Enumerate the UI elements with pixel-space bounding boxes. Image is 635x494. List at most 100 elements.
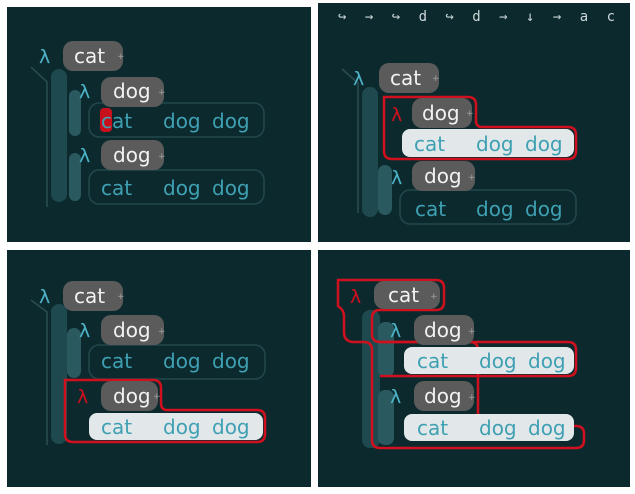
root-scope-band	[51, 69, 67, 202]
child-2-node	[101, 140, 164, 170]
child-2-arg-3[interactable]: dog	[212, 415, 250, 439]
keystroke-sequence: ↪ → ↪ d ↪ d → ↓ → a c ...	[338, 9, 630, 25]
child-1-band	[67, 328, 81, 378]
child-1-args-highlight	[404, 347, 574, 374]
child-2-arg-2[interactable]: dog	[476, 197, 514, 221]
lambda-icon: λ	[391, 104, 402, 126]
child-2-arg-1[interactable]: cat	[101, 415, 132, 439]
child-1-arg-1[interactable]: cat	[101, 109, 132, 133]
child-1-arg-2[interactable]: dog	[163, 349, 201, 373]
root-node	[374, 281, 440, 309]
child-2-arg-3[interactable]: dog	[525, 197, 563, 221]
child-1-arg-3[interactable]: dog	[528, 349, 566, 373]
child-2-arg-2[interactable]: dog	[479, 416, 517, 440]
plus-icon[interactable]: +	[158, 88, 166, 98]
child-1-arg-2[interactable]: dog	[476, 132, 514, 156]
child-2-band	[378, 390, 394, 445]
child-1-node	[412, 98, 472, 128]
child-1-arg-2[interactable]: dog	[163, 109, 201, 133]
lambda-icon: λ	[39, 286, 50, 308]
root-label[interactable]: cat	[390, 66, 421, 90]
root-label[interactable]: cat	[388, 283, 419, 307]
root-label[interactable]: cat	[74, 284, 105, 308]
lambda-icon: λ	[79, 320, 90, 342]
child-1-args-box	[88, 344, 266, 380]
child-2-arg-1[interactable]: cat	[417, 416, 448, 440]
child-1-label[interactable]: dog	[424, 318, 462, 342]
plus-icon[interactable]: +	[430, 292, 438, 302]
child-1-arg-1[interactable]: cat	[417, 349, 448, 373]
lambda-icon: λ	[79, 145, 90, 167]
tree-diagram: λ cat + λ dog + cat dog dog λ dog + cat …	[341, 63, 578, 225]
root-node	[63, 41, 123, 71]
plus-icon[interactable]: +	[117, 292, 125, 302]
child-2-label[interactable]: dog	[424, 384, 462, 408]
plus-icon[interactable]: +	[117, 52, 125, 62]
selection-outline	[63, 378, 267, 444]
plus-icon[interactable]: +	[153, 392, 161, 402]
child-2-node	[101, 381, 158, 411]
child-2-label[interactable]: dog	[113, 143, 151, 167]
child-1-arg-3[interactable]: dog	[212, 109, 250, 133]
root-scope-band	[51, 304, 67, 444]
lambda-icon: λ	[390, 386, 401, 408]
root-bracket	[341, 68, 359, 213]
plus-icon[interactable]: +	[158, 327, 166, 337]
child-2-node	[414, 381, 474, 411]
child-2-arg-2[interactable]: dog	[163, 415, 201, 439]
tree-diagram: λ cat + λ dog + cat dog dog λ dog + cat …	[336, 278, 586, 450]
lambda-icon: λ	[391, 167, 402, 189]
child-1-label[interactable]: dog	[113, 79, 151, 103]
panel-select-root: λ cat + λ dog + cat dog dog λ dog + cat …	[318, 250, 630, 487]
child-2-args-box	[88, 169, 265, 205]
plus-icon[interactable]: +	[466, 109, 474, 119]
child-1-label[interactable]: dog	[113, 318, 151, 342]
child-2-arg-3[interactable]: dog	[528, 416, 566, 440]
child-1-band	[378, 322, 394, 377]
root-scope-band	[362, 87, 378, 217]
plus-icon[interactable]: +	[158, 152, 166, 162]
child-2-label[interactable]: dog	[424, 164, 462, 188]
child-2-args-highlight	[404, 414, 574, 441]
child-2-arg-1[interactable]: cat	[415, 197, 446, 221]
child-1-arg-2[interactable]: dog	[479, 349, 517, 373]
lambda-icon: λ	[353, 68, 364, 90]
text-cursor	[100, 108, 112, 132]
selection-outline	[382, 95, 578, 161]
panel-select-first-child: ↪ → ↪ d ↪ d → ↓ → a c ... λ cat + λ dog …	[318, 3, 630, 242]
lambda-icon: λ	[79, 81, 90, 103]
root-node	[379, 63, 439, 93]
child-1-args-box	[88, 102, 265, 138]
child-2-arg-2[interactable]: dog	[163, 176, 201, 200]
child-2-band	[69, 153, 81, 201]
root-bracket	[30, 66, 48, 207]
child-1-band	[69, 90, 81, 136]
lambda-icon: λ	[390, 320, 401, 342]
child-2-args-highlight	[89, 413, 263, 440]
lambda-icon: λ	[350, 286, 361, 308]
child-1-node	[101, 315, 164, 345]
child-2-label[interactable]: dog	[113, 384, 151, 408]
child-1-node	[101, 77, 164, 107]
child-1-node	[414, 315, 474, 345]
lambda-icon: λ	[39, 46, 50, 68]
tree-diagram: λ cat + λ dog + cat dog dog λ dog + cat …	[30, 41, 265, 207]
child-1-label[interactable]: dog	[422, 101, 460, 125]
plus-icon[interactable]: +	[468, 173, 476, 183]
panel-cursor-in-word: λ cat + λ dog + cat dog dog λ dog + cat …	[7, 7, 311, 242]
child-2-band	[378, 165, 392, 215]
tree-diagram: λ cat + λ dog + cat dog dog λ dog + cat …	[30, 281, 267, 445]
child-1-arg-3[interactable]: dog	[212, 349, 250, 373]
selection-outline	[380, 340, 578, 378]
plus-icon[interactable]: +	[432, 74, 440, 84]
plus-icon[interactable]: +	[468, 393, 476, 403]
child-1-arg-1[interactable]: cat	[414, 132, 445, 156]
plus-icon[interactable]: +	[468, 327, 476, 337]
root-label[interactable]: cat	[74, 44, 105, 68]
child-1-args-highlight	[402, 129, 574, 157]
child-2-arg-3[interactable]: dog	[212, 176, 250, 200]
root-bracket	[30, 299, 48, 445]
child-2-arg-1[interactable]: cat	[101, 176, 132, 200]
child-1-arg-3[interactable]: dog	[525, 132, 563, 156]
child-1-arg-1[interactable]: cat	[101, 349, 132, 373]
